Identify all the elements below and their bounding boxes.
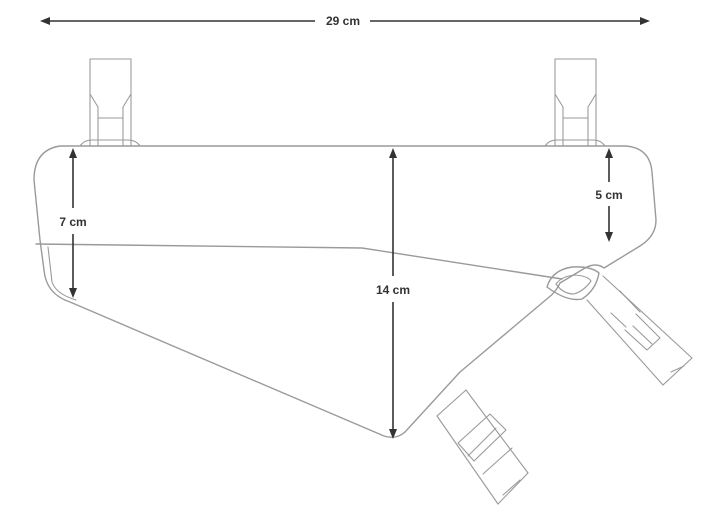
arrowhead-down-icon — [69, 288, 77, 298]
arrowhead-up-icon — [605, 148, 613, 158]
rear-height-label: 5 cm — [595, 188, 622, 202]
arrowhead-up-icon — [69, 148, 77, 158]
arrowhead-left-icon — [40, 17, 50, 25]
front-height-dimension: 7 cm — [52, 148, 94, 298]
front-top-strap — [79, 58, 141, 147]
bag-body — [33, 145, 657, 439]
width-label: 29 cm — [326, 14, 360, 28]
arrowhead-down-icon — [389, 429, 397, 439]
arrowhead-down-icon — [605, 232, 613, 242]
front-height-label: 7 cm — [59, 215, 86, 229]
rear-lower-strap — [586, 275, 693, 386]
down-tube-strap — [436, 389, 529, 505]
arrowhead-right-icon — [640, 17, 650, 25]
arrowhead-up-icon — [389, 148, 397, 158]
rear-height-dimension: 5 cm — [588, 148, 630, 242]
rear-top-strap — [544, 58, 606, 147]
max-height-label: 14 cm — [376, 283, 410, 297]
max-height-dimension: 14 cm — [367, 148, 419, 439]
width-dimension: 29 cm — [40, 14, 650, 28]
seat-tube-buckle — [546, 266, 600, 301]
